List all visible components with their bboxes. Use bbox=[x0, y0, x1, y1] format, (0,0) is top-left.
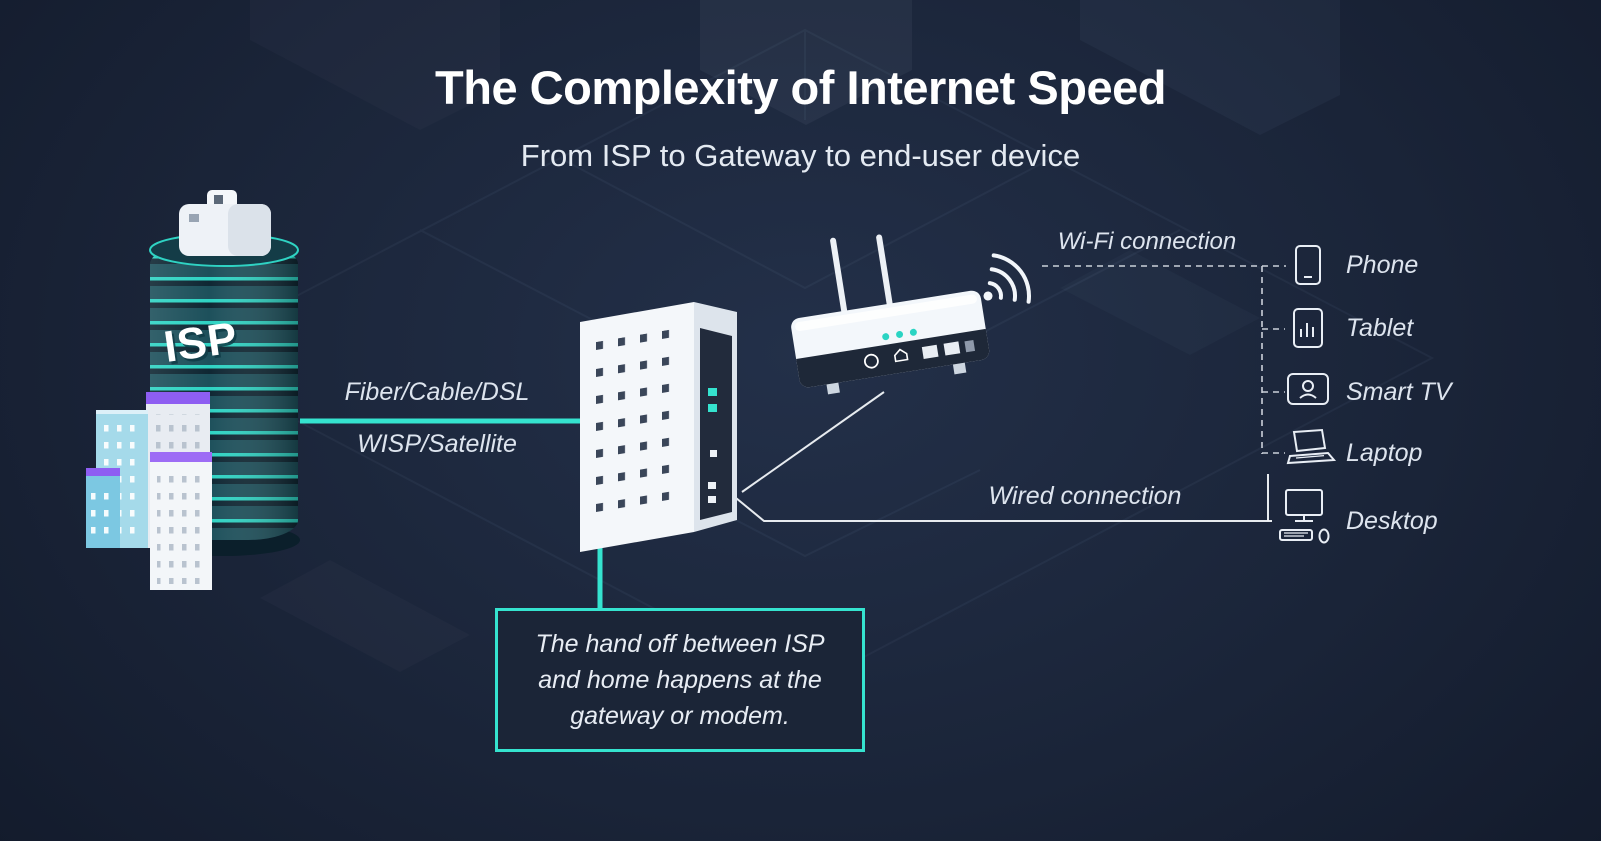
room-walls bbox=[700, 0, 1340, 355]
laptop-icon bbox=[1286, 428, 1337, 465]
desktop-icon bbox=[1279, 489, 1330, 544]
fiber-cable-dsl-label: Fiber/Cable/DSL bbox=[344, 378, 530, 406]
device-label-laptop: Laptop bbox=[1346, 439, 1423, 467]
tablet-icon bbox=[1293, 308, 1323, 348]
wisp-satellite-label: WISP/Satellite bbox=[357, 430, 517, 458]
callout-text: The hand off between ISP and home happen… bbox=[535, 630, 825, 730]
wired-connection-line bbox=[735, 497, 1272, 522]
wifi-signal-icon bbox=[983, 253, 1031, 304]
device-label-tablet: Tablet bbox=[1346, 314, 1414, 342]
phone-icon bbox=[1295, 245, 1321, 285]
device-label-smart-tv: Smart TV bbox=[1346, 378, 1452, 406]
smart-tv-icon bbox=[1287, 373, 1329, 405]
router-to-gateway-cable bbox=[741, 391, 885, 493]
callout-box: The hand off between ISP and home happen… bbox=[495, 608, 865, 752]
wifi-connection-label: Wi-Fi connection bbox=[1057, 228, 1237, 255]
device-label-desktop: Desktop bbox=[1346, 507, 1438, 535]
device-label-phone: Phone bbox=[1346, 251, 1419, 279]
page-subtitle: From ISP to Gateway to end-user device bbox=[520, 138, 1081, 173]
wired-connection-label: Wired connection bbox=[988, 482, 1182, 510]
wifi-router bbox=[791, 234, 990, 395]
wifi-dashed-lines bbox=[1042, 265, 1286, 454]
city-buildings bbox=[86, 392, 212, 590]
page-title: The Complexity of Internet Speed bbox=[435, 61, 1166, 114]
gateway-modem bbox=[580, 302, 737, 552]
